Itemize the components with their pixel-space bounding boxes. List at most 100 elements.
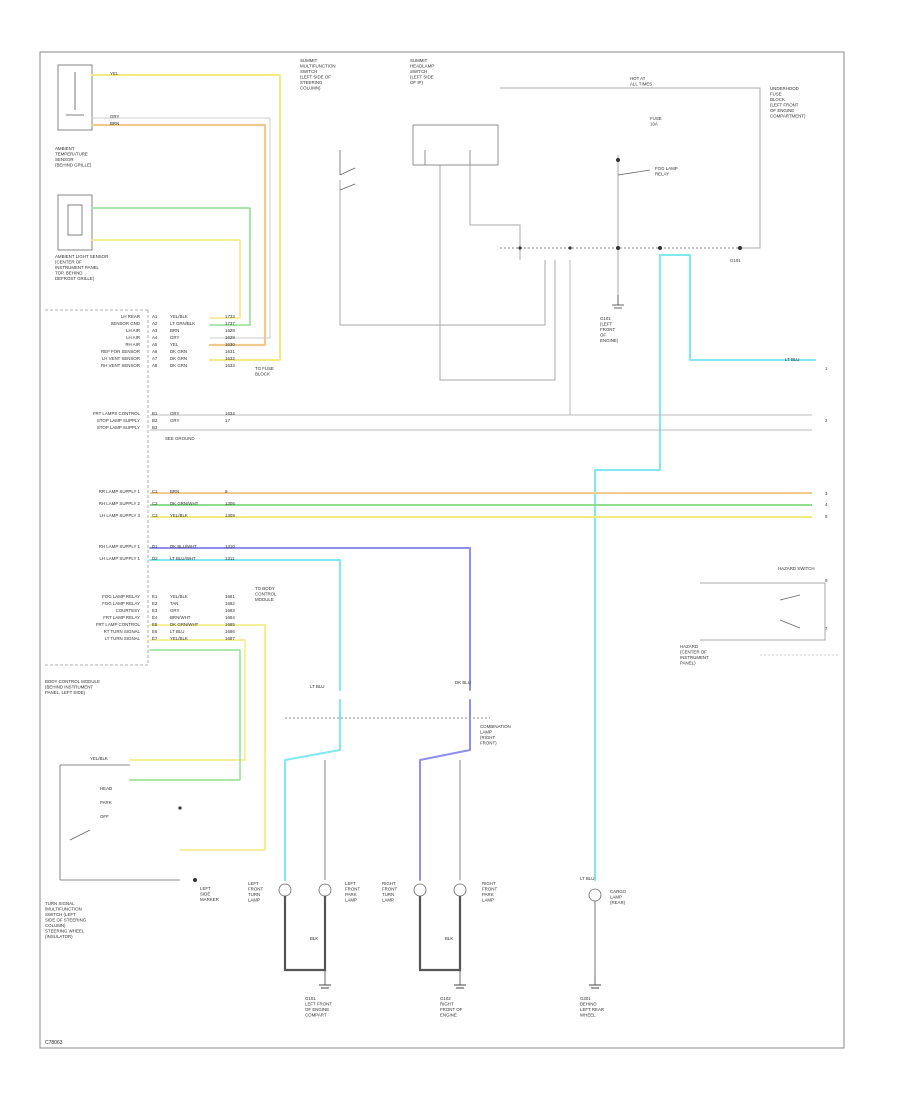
label-hazard-location-line-2: INSTRUMENT [680, 655, 709, 660]
label-ambient-light-line-1: (CENTER OF [55, 260, 82, 265]
pin-label-22: LT TURN SIGNAL [105, 636, 141, 641]
wire-yellow-bottom [149, 624, 266, 851]
wire-yellow-mid [91, 239, 241, 319]
pin-wire-13: YEL/BLK [170, 513, 188, 518]
pin-id-12: C2 [152, 501, 158, 506]
label-ground-top-line-4: ENGINE) [600, 338, 619, 343]
label-underhood-fuse-block-line-4: OF ENGINE [770, 108, 794, 113]
pin-label-3: LH AIR [126, 335, 140, 340]
pin-circuit-14: 1310 [225, 544, 235, 549]
label-hazard-location-line-0: HAZARD [680, 644, 698, 649]
label-hazard-switch-line-0: HAZARD SWITCH [778, 566, 815, 571]
pin-label-19: FRT LAMP RELAY [103, 615, 140, 620]
label-hot-at-all-times-line-0: HOT AT [630, 76, 646, 81]
label-multifunction-switch-line-5: COLUMN) [300, 86, 321, 91]
ref-3: 3 [825, 491, 828, 496]
label-ground-right-line-0: G101 [730, 258, 741, 263]
wire-gray-switch-a [339, 180, 546, 326]
pin-circuit-19: 1684 [225, 615, 235, 620]
pin-id-15: D2 [152, 556, 158, 561]
label-ground-g101-line-3: COMPART [305, 1013, 327, 1018]
pin-circuit-2: 1628 [225, 328, 235, 333]
label-to-body-control-line-0: TO BODY [255, 586, 275, 591]
label-ground-g102-line-2: FRONT OF [440, 1007, 463, 1012]
label-ambient-temp-line-1: TEMPERATURE [55, 152, 88, 157]
label-fog-lamp-relay-line-0: FOG LAMP [655, 166, 678, 171]
pin-id-9: B2 [152, 418, 158, 423]
pin-wire-15: LT BLU/WHT [170, 556, 196, 561]
label-ground-top-line-3: OF [600, 333, 606, 338]
pin-label-6: LH VENT SENSOR [102, 356, 140, 361]
label-ground-top-line-1: (LEFT [600, 322, 613, 327]
label-right-front-turn-line-1: FRONT [382, 887, 397, 892]
label-left-front-turn-line-3: LAMP [248, 898, 260, 903]
label-ground-g301-line-0: G301 [580, 996, 591, 1001]
label-ground-g102-line-0: G102 [440, 996, 451, 1001]
ref-5: 5 [825, 514, 828, 519]
pin-label-11: RR LAMP SUPPLY 1 [99, 489, 141, 494]
label-fuse-line-0: FUSE [650, 116, 662, 121]
label-left-front-park-line-1: FRONT [345, 887, 360, 892]
label-underhood-fuse-block-line-5: COMPARTMENT) [770, 114, 806, 119]
label-ambient-light-line-3: TOP, BEHIND [55, 271, 82, 276]
label-right-front-park-line-3: LAMP [482, 898, 494, 903]
bulb-left-park [318, 883, 332, 897]
label-combination-lamp-right-line-0: COMBINATION [480, 724, 511, 729]
label-ground-top-line-0: G101 [600, 316, 611, 321]
label-wire-gry-top: GRY [110, 114, 120, 119]
pin-id-13: C3 [152, 513, 158, 518]
label-headlamp-switch-line-3: (LEFT SIDE [410, 75, 434, 80]
wire-cyan-right [659, 254, 816, 361]
label-right-front-park-line-1: FRONT [482, 887, 497, 892]
label-body-control-module-line-2: PANEL, LEFT SIDE) [45, 690, 86, 695]
pin-label-12: RH LAMP SUPPLY 2 [99, 501, 141, 506]
label-wire-brn-top: BRN [110, 121, 119, 126]
label-combination-lamp-right-line-3: FRONT) [480, 741, 497, 746]
label-body-control-module-line-0: BODY CONTROL MODULE [45, 679, 100, 684]
pin-wire-6: DK GRN [170, 356, 187, 361]
pin-id-0: A1 [152, 314, 158, 319]
label-body-control-module-line-1: (BEHIND INSTRUMENT [45, 685, 93, 690]
label-switch-positions-line-2: OFF [100, 814, 109, 819]
pin-label-9: STOP LAMP SUPPLY [97, 418, 140, 423]
label-multifunction-switch-line-1: MULTIFUNCTION [300, 64, 336, 69]
label-underhood-fuse-block-line-3: (LEFT FRONT [770, 103, 799, 108]
pin-label-0: LH REAR [121, 314, 140, 319]
wire-gray-switch-b [439, 165, 556, 381]
wire-cyan-down [594, 254, 661, 881]
label-cargo-lamp-line-0: CARGO [610, 889, 627, 894]
label-wire-yel-top: YEL [110, 71, 119, 76]
pin-id-20: E5 [152, 622, 158, 627]
label-left-front-turn-line-0: LEFT [248, 881, 259, 886]
footer-code: C78063 [45, 1040, 63, 1046]
label-combination-lamp-right-line-2: (RIGHT [480, 735, 495, 740]
label-multifunction-switch-line-2: SWITCH [300, 69, 317, 74]
pin-id-3: A4 [152, 335, 158, 340]
label-wire-blk-right: BLK [445, 936, 453, 941]
label-switch-positions-line-1: PARK [100, 800, 112, 805]
pin-wire-7: DK GRN [170, 363, 187, 368]
module-boundary [45, 309, 149, 666]
pin-circuit-3: 1629 [225, 335, 235, 340]
pin-circuit-6: 1632 [225, 356, 235, 361]
label-turn-signal-switch-line-5: STEERING WHEEL [45, 929, 85, 934]
pin-circuit-20: 1685 [225, 622, 235, 627]
pin-circuit-9: 17 [225, 418, 230, 423]
label-to-fuse-block-line-0: TO FUSE [255, 366, 274, 371]
label-fuse-line-1: 10A [650, 122, 658, 127]
label-underhood-fuse-block-line-1: FUSE [770, 92, 782, 97]
label-left-front-park-line-2: PARK [345, 892, 357, 897]
label-ambient-light-line-4: DEFROST GRILLE) [55, 276, 95, 281]
label-hot-at-all-times-line-1: ALL TIMES [630, 82, 652, 87]
label-multifunction-switch-line-4: STEERING [300, 80, 323, 85]
label-headlamp-switch-line-0: SUMMIT [410, 58, 428, 63]
label-see-ground: SEE GROUND [165, 436, 195, 441]
label-fog-lamp-relay-line-1: RELAY [655, 172, 669, 177]
ref-4: 4 [825, 502, 828, 507]
pin-wire-4: YEL [170, 342, 179, 347]
pin-label-18: COURTESY [116, 608, 140, 613]
pin-circuit-21: 1686 [225, 629, 235, 634]
label-cargo-lamp-line-1: LAMP [610, 895, 622, 900]
pin-id-2: A3 [152, 328, 158, 333]
pin-wire-18: GRY [170, 608, 180, 613]
